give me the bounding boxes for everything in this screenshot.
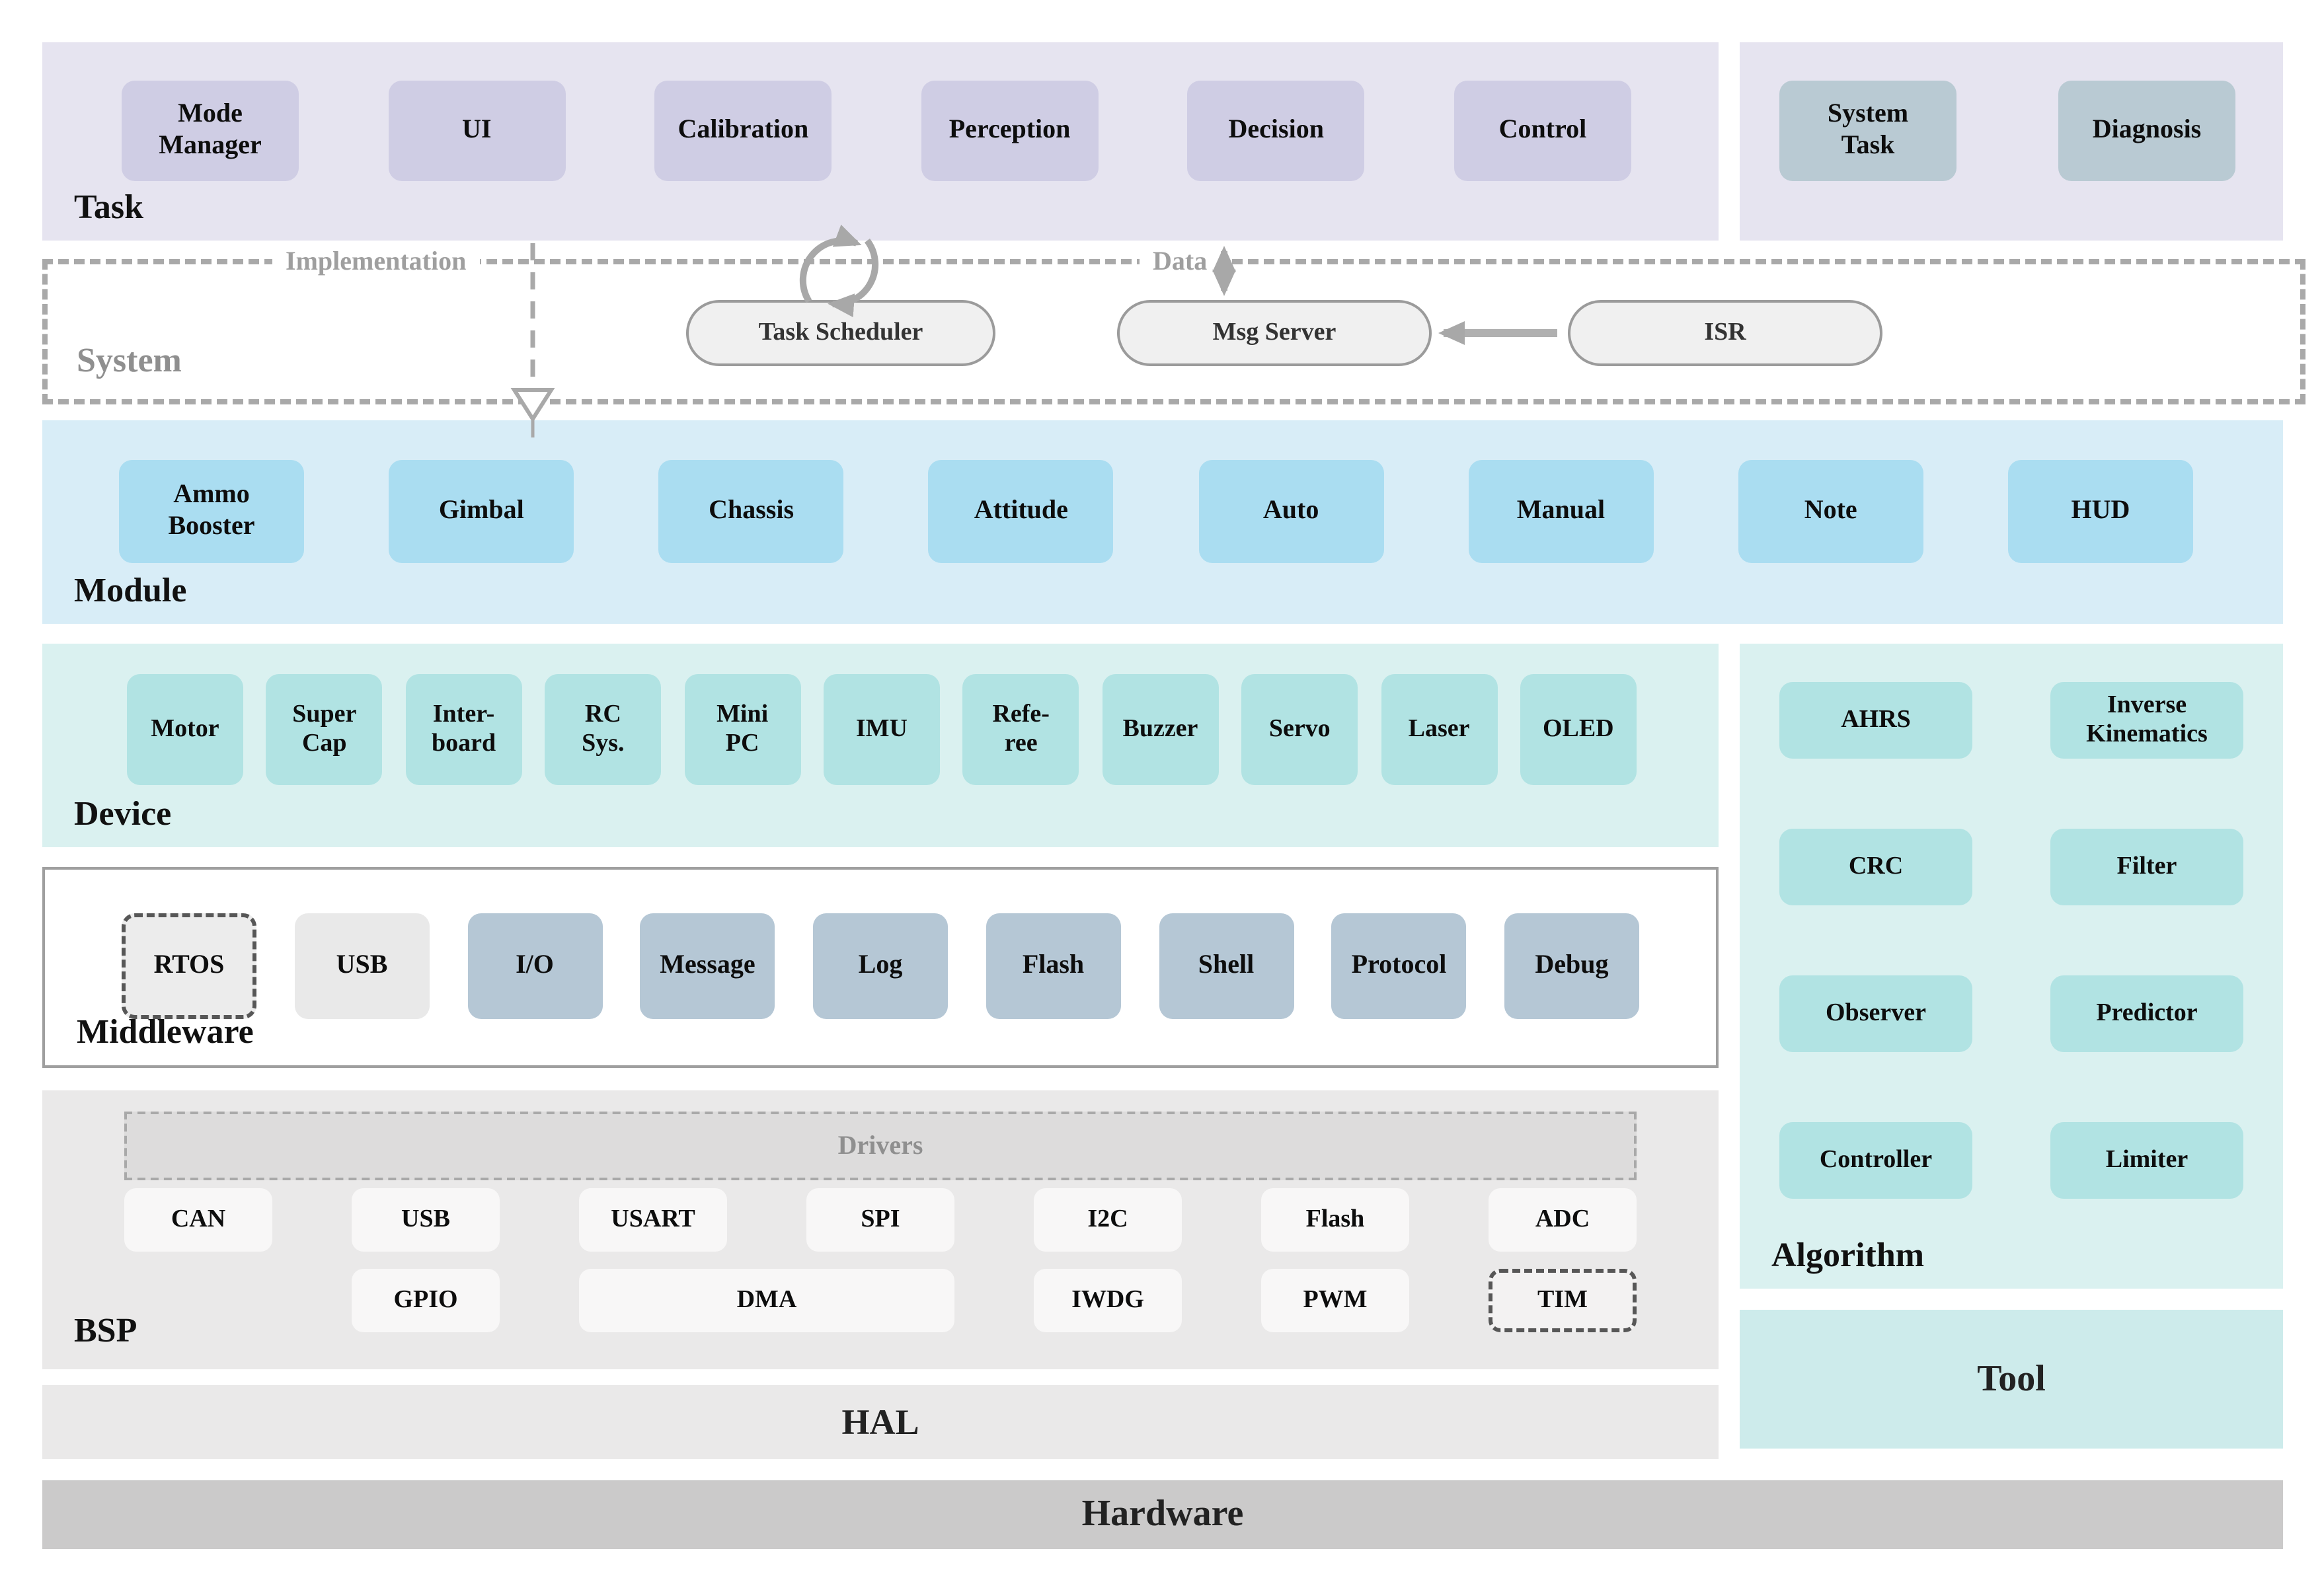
module-box-attitude: Attitude bbox=[928, 460, 1114, 563]
task-box-ui: UI bbox=[388, 81, 566, 181]
device-box-buzzer: Buzzer bbox=[1102, 674, 1219, 785]
module-box-manual: Manual bbox=[1468, 460, 1654, 563]
bsp-box-spi: SPI bbox=[806, 1188, 954, 1252]
device-box-oled: OLED bbox=[1520, 674, 1637, 785]
bsp-box-i2c: I2C bbox=[1034, 1188, 1182, 1252]
bsp-box-pwm: PWM bbox=[1261, 1269, 1409, 1332]
middleware-box-flash: Flash bbox=[986, 913, 1121, 1019]
bsp-box-flash: Flash bbox=[1261, 1188, 1409, 1252]
bsp-box-gpio: GPIO bbox=[352, 1269, 500, 1332]
algorithm-box-crc: CRC bbox=[1779, 829, 1972, 905]
device-layer-label: Device bbox=[74, 794, 172, 833]
task-scheduler-node: Task Scheduler bbox=[686, 300, 995, 366]
data-label: Data bbox=[1140, 242, 1221, 282]
algorithm-box-controller: Controller bbox=[1779, 1122, 1972, 1199]
algorithm-box-ahrs: AHRS bbox=[1779, 682, 1972, 759]
device-box-motor: Motor bbox=[127, 674, 243, 785]
tool-section: Tool bbox=[1740, 1310, 2283, 1449]
device-box-interboard: Inter- board bbox=[405, 674, 522, 785]
algorithm-section: AHRS Inverse Kinematics CRC Filter Obser… bbox=[1740, 644, 2283, 1289]
middleware-box-message: Message bbox=[640, 913, 775, 1019]
task-layer: Mode Manager UI Calibration Perception D… bbox=[42, 42, 1719, 241]
middleware-box-log: Log bbox=[813, 913, 948, 1019]
task-box-diagnosis: Diagnosis bbox=[2058, 81, 2235, 181]
task-box-perception: Perception bbox=[921, 81, 1099, 181]
system-layer: Implementation Data Task Scheduler Msg S… bbox=[42, 242, 2305, 404]
task-layer-label: Task bbox=[74, 188, 144, 226]
bsp-box-iwdg: IWDG bbox=[1034, 1269, 1182, 1332]
middleware-layer-label: Middleware bbox=[77, 1012, 254, 1051]
module-box-hud: HUD bbox=[2007, 460, 2193, 563]
algorithm-box-observer: Observer bbox=[1779, 975, 1972, 1052]
task-box-control: Control bbox=[1453, 81, 1631, 181]
middleware-box-debug: Debug bbox=[1504, 913, 1639, 1019]
device-box-rc-sys: RC Sys. bbox=[545, 674, 662, 785]
bsp-layer-label: BSP bbox=[74, 1311, 137, 1349]
module-box-gimbal: Gimbal bbox=[389, 460, 574, 563]
algorithm-section-label: Algorithm bbox=[1771, 1236, 1925, 1274]
middleware-box-usb: USB bbox=[294, 913, 430, 1019]
device-box-referee: Refe- ree bbox=[962, 674, 1079, 785]
algorithm-box-limiter: Limiter bbox=[2050, 1122, 2243, 1199]
module-box-ammo-booster: Ammo Booster bbox=[119, 460, 304, 563]
task-layer-right: System Task Diagnosis bbox=[1740, 42, 2283, 241]
system-layer-label: System bbox=[77, 341, 182, 379]
bsp-box-dma: DMA bbox=[579, 1269, 954, 1332]
implementation-label: Implementation bbox=[272, 242, 480, 282]
module-box-note: Note bbox=[1738, 460, 1923, 563]
task-box-calibration: Calibration bbox=[654, 81, 832, 181]
middleware-box-io: I/O bbox=[467, 913, 602, 1019]
hardware-layer: Hardware bbox=[42, 1480, 2283, 1549]
algorithm-box-predictor: Predictor bbox=[2050, 975, 2243, 1052]
hal-layer: HAL bbox=[42, 1385, 1719, 1459]
bsp-box-usb: USB bbox=[352, 1188, 500, 1252]
algorithm-box-inverse-kinematics: Inverse Kinematics bbox=[2050, 682, 2243, 759]
task-box-decision: Decision bbox=[1187, 81, 1365, 181]
isr-node: ISR bbox=[1568, 300, 1882, 366]
device-box-laser: Laser bbox=[1381, 674, 1498, 785]
module-box-auto: Auto bbox=[1198, 460, 1384, 563]
algorithm-box-filter: Filter bbox=[2050, 829, 2243, 905]
bsp-box-can: CAN bbox=[124, 1188, 272, 1252]
drivers-bar: Drivers bbox=[124, 1112, 1637, 1180]
device-layer: Motor Super Cap Inter- board RC Sys. Min… bbox=[42, 644, 1719, 847]
device-box-servo: Servo bbox=[1241, 674, 1358, 785]
middleware-layer: RTOS USB I/O Message Log Flash Shell Pro… bbox=[42, 867, 1719, 1068]
msg-server-node: Msg Server bbox=[1117, 300, 1432, 366]
bsp-layer: Drivers CAN USB USART SPI I2C Flash ADC … bbox=[42, 1090, 1719, 1369]
middleware-box-shell: Shell bbox=[1159, 913, 1294, 1019]
bsp-box-tim: TIM bbox=[1489, 1269, 1637, 1332]
bsp-box-usart: USART bbox=[579, 1188, 727, 1252]
device-box-super-cap: Super Cap bbox=[266, 674, 383, 785]
device-box-imu: IMU bbox=[823, 674, 940, 785]
module-layer-label: Module bbox=[74, 571, 187, 609]
module-box-chassis: Chassis bbox=[658, 460, 844, 563]
module-layer: Ammo Booster Gimbal Chassis Attitude Aut… bbox=[42, 420, 2283, 624]
task-box-system-task: System Task bbox=[1779, 81, 1956, 181]
bsp-box-adc: ADC bbox=[1489, 1188, 1637, 1252]
middleware-box-rtos: RTOS bbox=[122, 913, 256, 1019]
device-box-mini-pc: Mini PC bbox=[684, 674, 801, 785]
task-box-mode-manager: Mode Manager bbox=[122, 81, 299, 181]
middleware-box-protocol: Protocol bbox=[1331, 913, 1467, 1019]
